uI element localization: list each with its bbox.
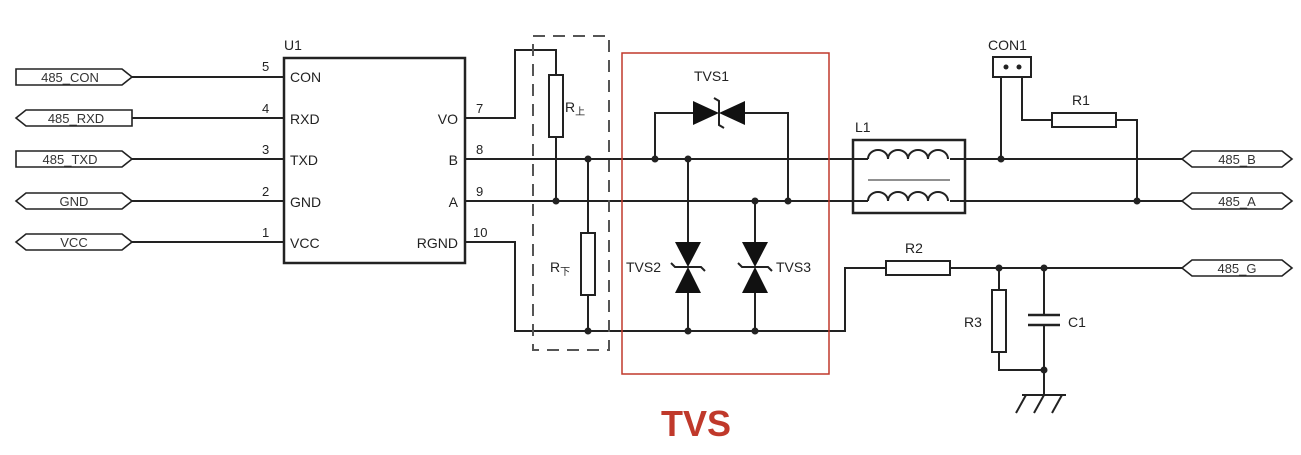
port-485-con-shape bbox=[15, 68, 134, 86]
port-485-a: 485_A bbox=[1218, 194, 1256, 209]
tvs3-bar bbox=[737, 262, 773, 272]
node-tvs3-gnd bbox=[751, 327, 759, 335]
tvs2-triangle-top bbox=[675, 242, 701, 267]
left-ports: 485_CON 485_RXD 485_TXD GND VCC bbox=[14, 68, 284, 251]
node-tvs1-a bbox=[784, 197, 792, 205]
u1-pin-con-name: CON bbox=[290, 69, 321, 85]
termination: CON1 R1 bbox=[988, 37, 1141, 205]
con1-wire-r1 bbox=[1021, 77, 1052, 121]
chassis-ground-icon bbox=[1015, 394, 1066, 414]
port-485-g: 485_G bbox=[1217, 261, 1256, 276]
u1-pin-txd-name: TXD bbox=[290, 152, 318, 168]
u1-pin-3-num: 3 bbox=[262, 142, 269, 157]
l1-box bbox=[851, 138, 967, 215]
node-gnd bbox=[1040, 366, 1048, 374]
node-r-down-b bbox=[584, 155, 592, 163]
u1-pin-1-num: 1 bbox=[262, 225, 269, 240]
tvs3-label: TVS3 bbox=[776, 259, 811, 275]
u1-ref: U1 bbox=[284, 37, 302, 53]
port-485-g-shape bbox=[1180, 259, 1294, 277]
tvs-section: TVS1 TVS2 TVS3 TVS bbox=[621, 52, 830, 444]
tvs3-triangle-top bbox=[742, 242, 768, 267]
r1-wire-a bbox=[1116, 119, 1138, 201]
bias-dashed-box bbox=[532, 35, 610, 351]
r3-resistor bbox=[991, 289, 1007, 353]
u1-pin-rgnd-name: RGND bbox=[417, 235, 458, 251]
u1-pin-b-name: B bbox=[449, 152, 458, 168]
u1-pin-7-num: 7 bbox=[476, 101, 483, 116]
port-gnd-shape bbox=[14, 192, 134, 210]
u1-pin-vcc-name: VCC bbox=[290, 235, 320, 251]
l1-label: L1 bbox=[855, 119, 871, 135]
port-vcc-shape bbox=[14, 233, 134, 251]
r-down-label: R下 bbox=[550, 259, 570, 278]
tvs-highlight-box bbox=[621, 52, 830, 375]
tvs2-label: TVS2 bbox=[626, 259, 661, 275]
port-485-a-shape bbox=[1180, 192, 1294, 210]
r1-label: R1 bbox=[1072, 92, 1090, 108]
tvs1-wire-right bbox=[745, 112, 789, 201]
con1-label: CON1 bbox=[988, 37, 1027, 53]
bias-resistors: R上 R下 bbox=[532, 35, 610, 351]
l1-choke: L1 bbox=[851, 119, 967, 215]
r1-resistor bbox=[1051, 112, 1117, 128]
u1-pin-8-num: 8 bbox=[476, 142, 483, 157]
tvs2-triangle-bottom bbox=[675, 267, 701, 293]
tvs-title: TVS bbox=[661, 403, 731, 444]
u1-pin-9-num: 9 bbox=[476, 184, 483, 199]
node-r-down-gnd bbox=[584, 327, 592, 335]
con1-pin-1 bbox=[1003, 64, 1009, 70]
port-485-txd: 485_TXD bbox=[43, 152, 98, 167]
tvs1-triangle-right bbox=[719, 101, 745, 125]
r2-label: R2 bbox=[905, 240, 923, 256]
tvs1-label: TVS1 bbox=[694, 68, 729, 84]
tvs1-wire-left bbox=[654, 112, 693, 159]
port-485-rxd-shape bbox=[14, 109, 133, 127]
u1-pin-a-name: A bbox=[449, 194, 459, 210]
r-up-resistor bbox=[548, 74, 564, 138]
r-up-label: R上 bbox=[565, 99, 585, 118]
u1-pin-gnd-name: GND bbox=[290, 194, 321, 210]
port-485-rxd: 485_RXD bbox=[48, 111, 104, 126]
l1-coil-a bbox=[867, 191, 949, 202]
node-tvs1-b bbox=[651, 155, 659, 163]
port-gnd: GND bbox=[60, 194, 89, 209]
node-tvs2-gnd bbox=[684, 327, 692, 335]
u1-pin-4-num: 4 bbox=[262, 101, 269, 116]
c1-label: C1 bbox=[1068, 314, 1086, 330]
r3-label: R3 bbox=[964, 314, 982, 330]
l1-coil-b bbox=[867, 149, 949, 160]
port-vcc: VCC bbox=[60, 235, 87, 250]
port-485-con: 485_CON bbox=[41, 70, 99, 85]
con1-pin-2 bbox=[1016, 64, 1022, 70]
wire-vo bbox=[465, 49, 557, 119]
tvs3-triangle-bottom bbox=[742, 267, 768, 293]
node-r-up-a bbox=[552, 197, 560, 205]
node-tvs3-a bbox=[751, 197, 759, 205]
u1-pin-10-num: 10 bbox=[473, 225, 487, 240]
port-485-txd-shape bbox=[15, 150, 134, 168]
node-tvs2-b bbox=[684, 155, 692, 163]
u1-pin-vo-name: VO bbox=[438, 111, 458, 127]
r-down-resistor bbox=[580, 232, 596, 296]
tvs1-triangle-left bbox=[693, 101, 719, 125]
u1-body bbox=[282, 56, 467, 265]
node-r1-a bbox=[1133, 197, 1141, 205]
tvs1-bar bbox=[713, 97, 725, 129]
u1-ic: U1 CON RXD TXD GND VCC 5 4 3 2 1 VO B A … bbox=[262, 37, 487, 265]
ground-network: R2 R3 C1 bbox=[885, 240, 1182, 414]
node-con1-b bbox=[997, 155, 1005, 163]
port-485-b: 485_B bbox=[1218, 152, 1256, 167]
wire-rgnd bbox=[465, 241, 886, 332]
tvs2-bar bbox=[670, 262, 706, 272]
right-ports: 485_B 485_A 485_G bbox=[1180, 150, 1294, 277]
u1-pin-2-num: 2 bbox=[262, 184, 269, 199]
con1-body bbox=[992, 56, 1032, 78]
u1-pin-rxd-name: RXD bbox=[290, 111, 320, 127]
r2-resistor bbox=[885, 260, 951, 276]
u1-pin-5-num: 5 bbox=[262, 59, 269, 74]
r3-wire-bottom bbox=[998, 352, 1044, 371]
port-485-b-shape bbox=[1180, 150, 1294, 168]
